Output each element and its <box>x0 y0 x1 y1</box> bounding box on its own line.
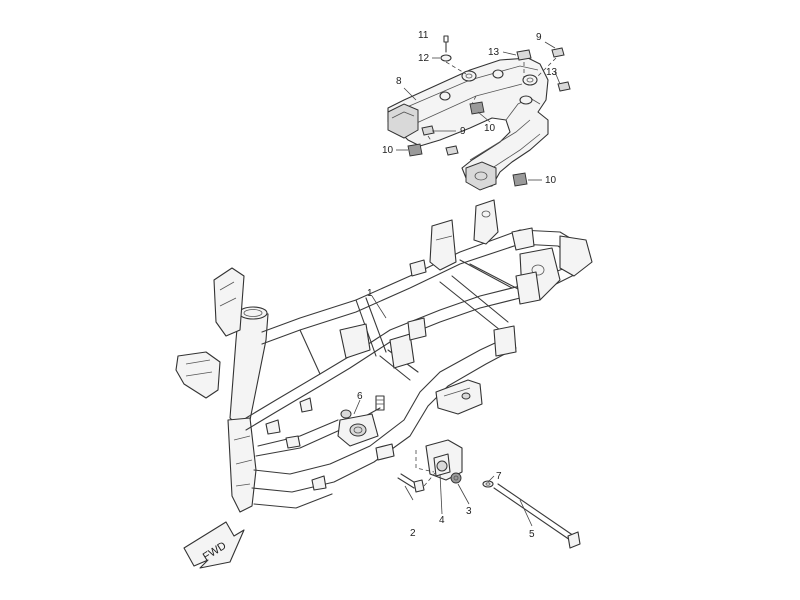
callouts: 1 2 3 4 5 6 7 8 9 9 10 10 10 11 12 13 13 <box>357 30 558 540</box>
callout-13-left: 13 <box>488 47 500 58</box>
leader-lines <box>353 41 561 527</box>
callout-10-right: 10 <box>545 175 557 186</box>
callout-13-right: 13 <box>546 67 558 78</box>
callout-9-mid: 9 <box>460 126 466 137</box>
rear-bracket-assembly <box>387 35 571 191</box>
callout-6: 6 <box>357 391 363 402</box>
callout-3: 3 <box>466 506 472 517</box>
callout-7: 7 <box>496 471 502 482</box>
callout-2: 2 <box>410 528 416 539</box>
callout-1: 1 <box>367 288 373 299</box>
callout-10-left: 10 <box>382 145 394 156</box>
callout-10-center: 10 <box>484 123 496 134</box>
callout-9-top: 9 <box>536 32 542 43</box>
fwd-arrow: FWD <box>183 521 245 569</box>
callout-8: 8 <box>396 76 402 87</box>
callout-11: 11 <box>418 30 429 41</box>
callout-4: 4 <box>439 515 445 526</box>
callout-12: 12 <box>418 53 430 64</box>
callout-5: 5 <box>529 529 535 540</box>
main-frame <box>175 199 593 549</box>
